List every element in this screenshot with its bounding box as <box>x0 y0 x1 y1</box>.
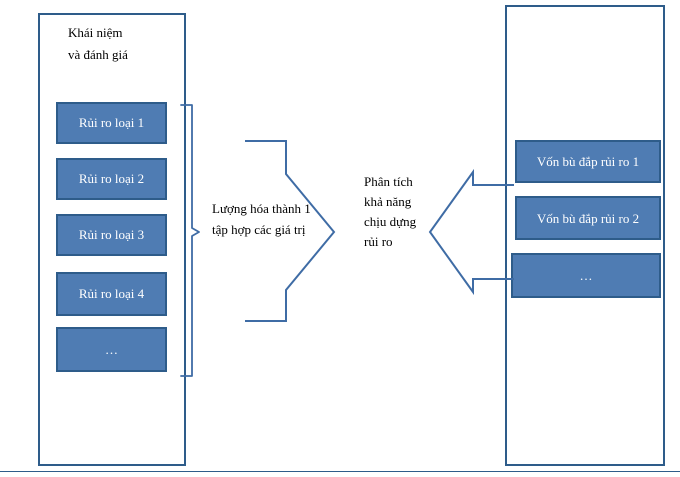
risk-box-3-label: Rủi ro loại 3 <box>78 227 145 242</box>
risk-box-1[interactable]: Rủi ro loại 1 <box>56 102 167 144</box>
capital-box-2-label: Vốn bù đắp rủi ro 2 <box>536 210 640 226</box>
stress-analysis-label: Phân tích khả năng chịu dựng rủi ro <box>364 174 417 249</box>
capital-box-2[interactable]: Vốn bù đắp rủi ro 2 <box>515 196 661 240</box>
risk-box-4[interactable]: Rủi ro loại 4 <box>56 272 167 316</box>
risk-box-1-label: Rủi ro loại 1 <box>78 115 145 130</box>
capital-box-1-label: Vốn bù đắp rủi ro 1 <box>536 154 640 169</box>
risk-box-2[interactable]: Rủi ro loại 2 <box>56 158 167 200</box>
capital-box-more-label: … <box>579 268 593 283</box>
risk-box-3[interactable]: Rủi ro loại 3 <box>56 214 167 256</box>
quantification-label: Lượng hóa thành 1 tập hợp các giá trị <box>212 201 311 237</box>
risk-box-2-label: Rủi ro loại 2 <box>78 171 145 186</box>
capital-box-more[interactable]: … <box>511 253 661 298</box>
capital-box-1[interactable]: Vốn bù đắp rủi ro 1 <box>515 140 661 183</box>
footer-divider <box>0 471 680 472</box>
left-group-title: Khái niệm và đánh giá <box>68 25 128 62</box>
left-arrow-shape <box>428 168 514 296</box>
risk-box-4-label: Rủi ro loại 4 <box>78 286 145 301</box>
risk-box-more-label: … <box>105 341 118 357</box>
risk-box-more[interactable]: … <box>56 327 167 372</box>
